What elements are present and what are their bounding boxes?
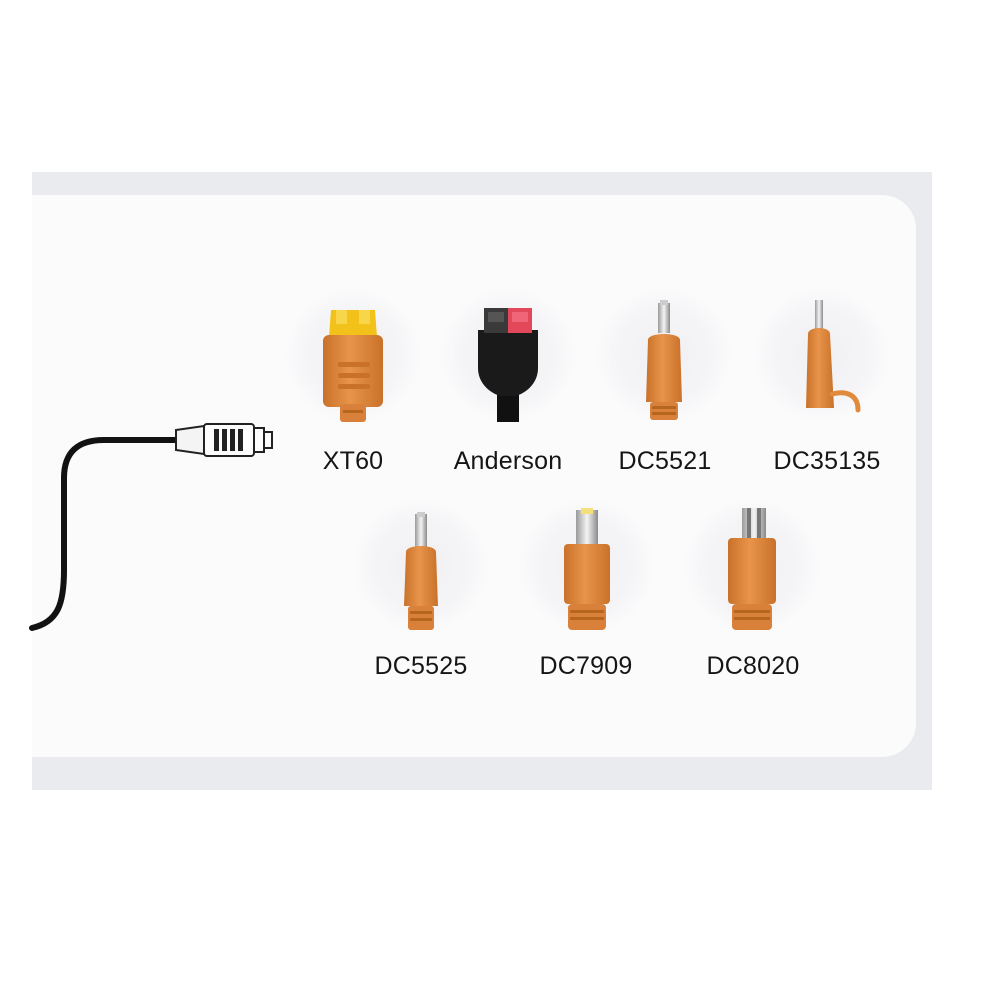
dc5521-connector-icon xyxy=(646,300,682,420)
content-card xyxy=(32,195,916,757)
anderson-connector-icon xyxy=(478,308,538,422)
dc5525-connector-icon xyxy=(404,512,438,630)
dc35135-connector-icon xyxy=(806,300,861,413)
dc7909-connector-icon xyxy=(564,508,610,630)
cable-icon xyxy=(29,423,273,631)
connector-label-dc5525: DC5525 xyxy=(374,652,468,680)
connector-label-dc8020: DC8020 xyxy=(706,652,800,680)
connector-label-anderson: Anderson xyxy=(453,447,563,475)
connector-label-xt60: XT60 xyxy=(322,447,384,475)
connector-label-dc35135: DC35135 xyxy=(773,447,881,475)
connector-label-dc7909: DC7909 xyxy=(539,652,633,680)
dc8020-connector-icon xyxy=(728,508,776,630)
connector-label-dc5521: DC5521 xyxy=(618,447,712,475)
xt60-connector-icon xyxy=(323,310,383,422)
